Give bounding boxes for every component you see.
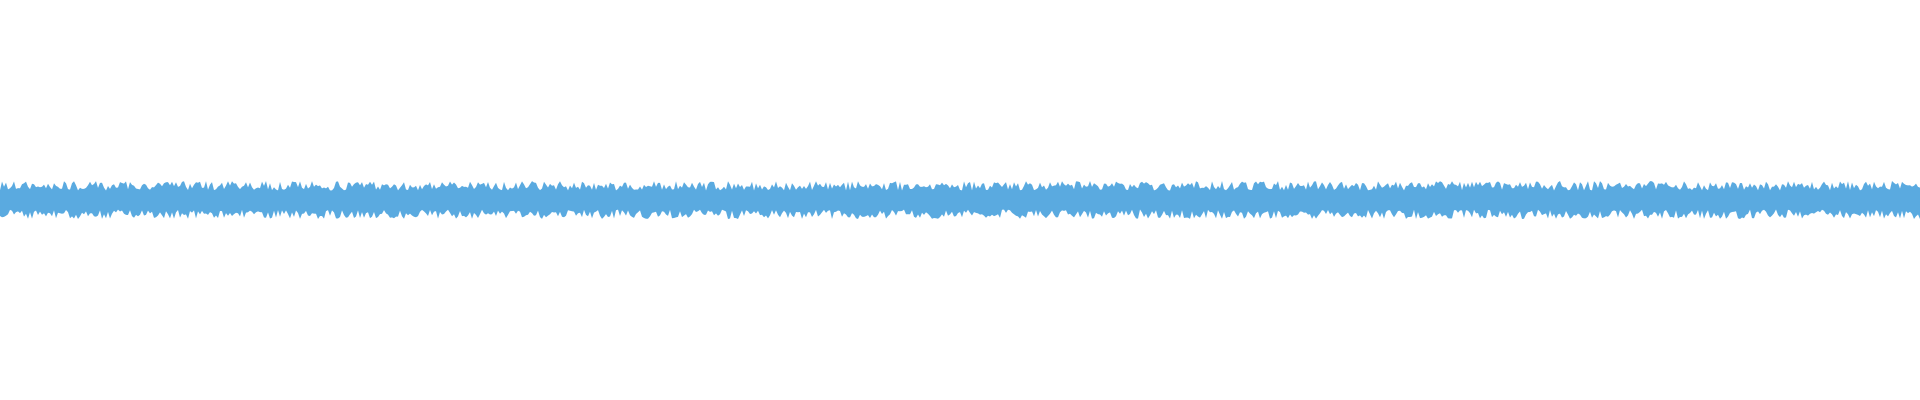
waveform-path [0,181,1920,219]
